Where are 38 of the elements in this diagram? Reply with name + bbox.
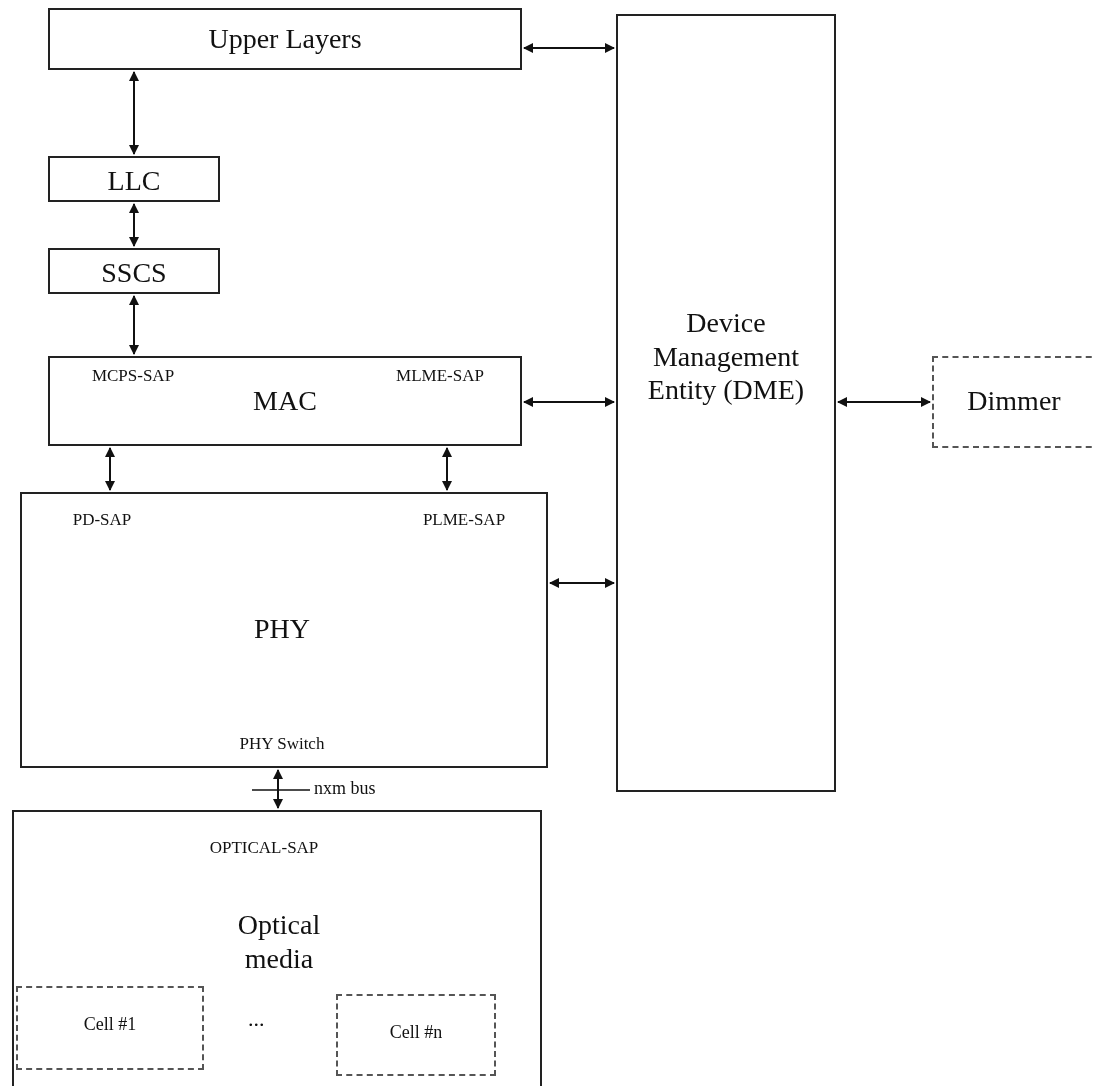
box-label: Cell #1 xyxy=(82,1014,138,1036)
box-label: Device Management Entity (DME) xyxy=(646,306,806,407)
layer-box xyxy=(12,810,542,1086)
box-label: LLC xyxy=(106,164,162,198)
double-arrow xyxy=(273,769,283,809)
bus-label: nxm bus xyxy=(314,778,376,799)
layer-box xyxy=(48,8,522,70)
dashed-box xyxy=(336,994,496,1076)
double-arrow xyxy=(549,578,615,588)
double-arrow xyxy=(129,203,139,247)
layer-box xyxy=(48,248,220,294)
box-label: Optical media xyxy=(236,908,322,976)
double-arrow xyxy=(837,397,931,407)
double-arrow xyxy=(129,71,139,155)
box-label: Cell #n xyxy=(388,1022,444,1044)
box-label: SSCS xyxy=(100,256,168,290)
layer-box xyxy=(20,492,548,768)
dashed-box xyxy=(932,356,1095,448)
double-arrow xyxy=(129,295,139,355)
box-label: MLME-SAP xyxy=(395,366,485,387)
box-label: Dimmer xyxy=(966,384,1062,418)
box-label: PHY Switch xyxy=(238,734,326,755)
layer-box xyxy=(616,14,836,792)
dashed-box xyxy=(16,986,204,1070)
double-arrow xyxy=(523,43,615,53)
box-label: Upper Layers xyxy=(207,22,363,56)
box-label: MCPS-SAP xyxy=(90,366,176,387)
ellipsis-label: ... xyxy=(248,1006,265,1032)
layer-box xyxy=(48,356,522,446)
layer-box xyxy=(48,156,220,202)
box-label: PLME-SAP xyxy=(421,510,507,531)
box-label: PD-SAP xyxy=(71,510,133,531)
box-label: PHY xyxy=(253,612,311,646)
box-label: OPTICAL-SAP xyxy=(208,838,320,859)
double-arrow xyxy=(105,447,115,491)
box-label: MAC xyxy=(252,384,318,418)
double-arrow xyxy=(442,447,452,491)
double-arrow xyxy=(523,397,615,407)
